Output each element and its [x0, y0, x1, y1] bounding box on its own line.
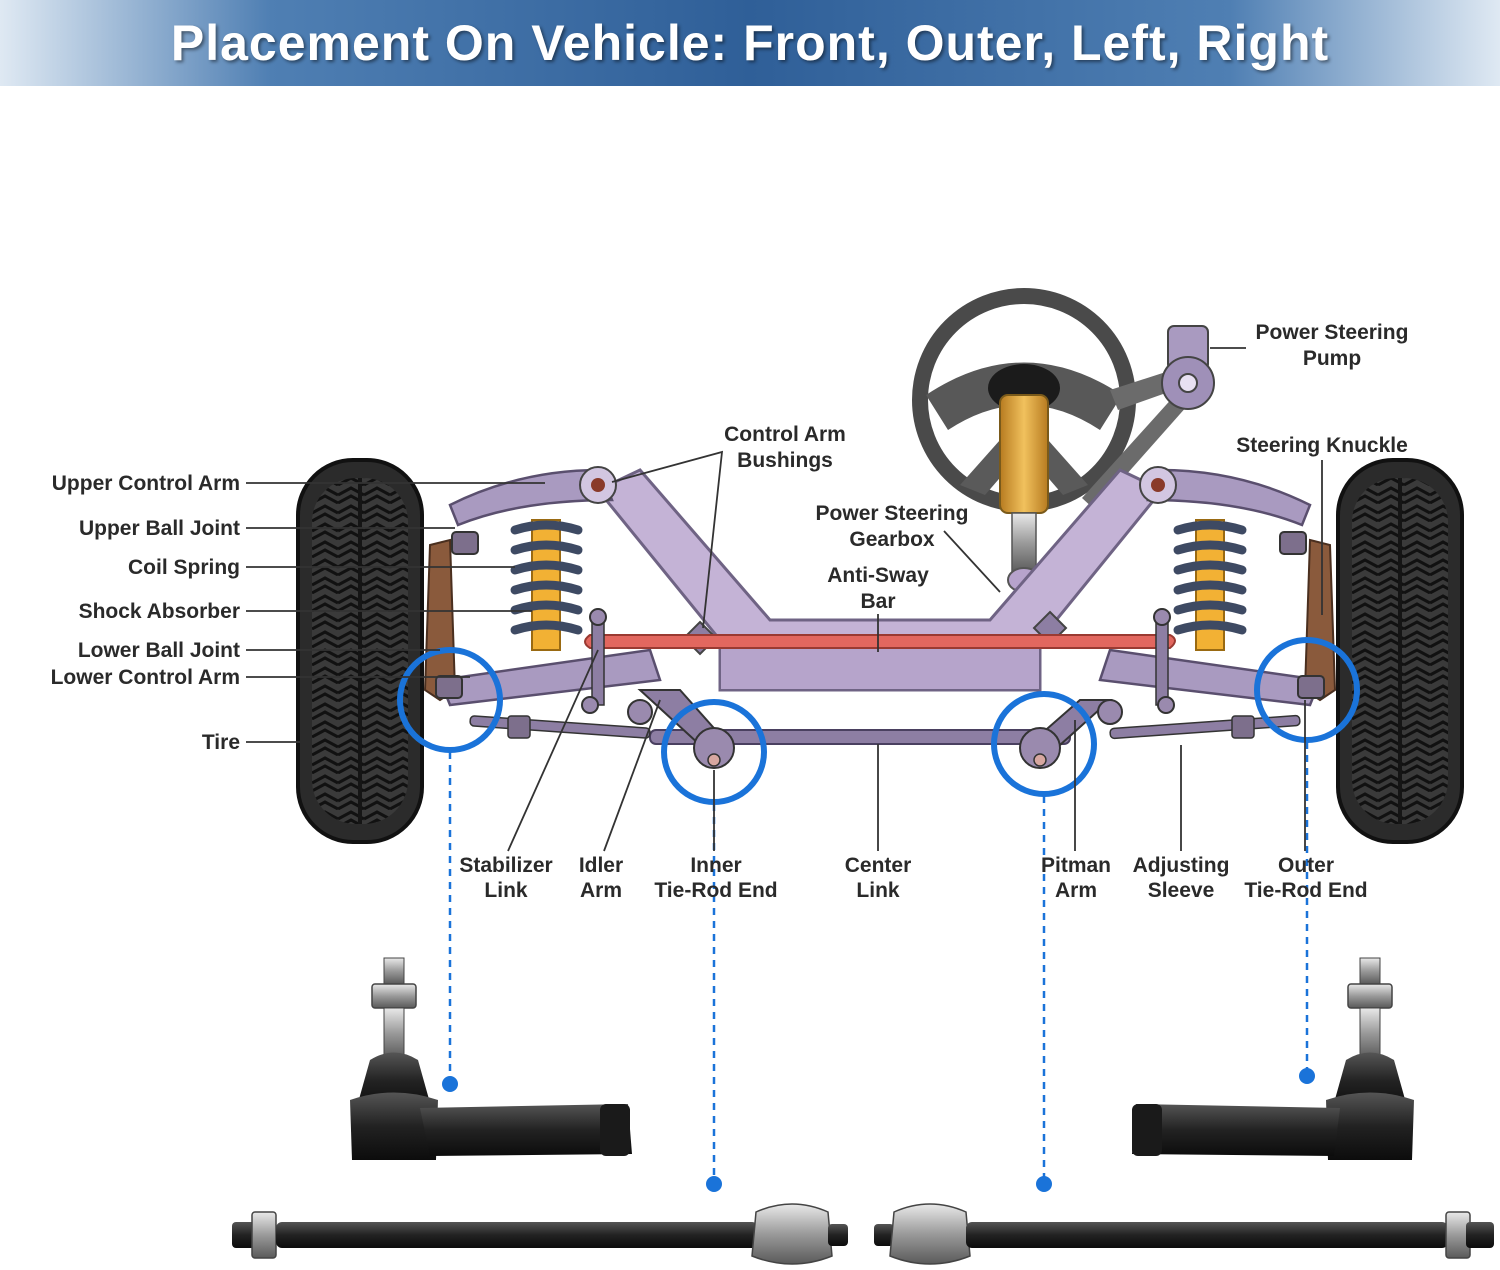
label-upper-control-arm: Upper Control Arm [52, 472, 240, 495]
label-inner-tie-rod-end-1: Inner [690, 854, 741, 877]
label-tire: Tire [202, 731, 240, 754]
label-center-link-1: Center [845, 854, 912, 877]
label-adjusting-sleeve-1: Adjusting [1133, 854, 1230, 877]
connector-dots [442, 1068, 1315, 1192]
label-power-steering-gearbox-1: Power Steering [816, 502, 969, 525]
label-pitman-arm-2: Arm [1055, 879, 1097, 902]
label-power-steering-gearbox-2: Gearbox [849, 528, 935, 551]
tire-left [296, 458, 424, 844]
label-center-link-2: Link [856, 879, 899, 902]
label-pitman-arm-1: Pitman [1041, 854, 1111, 877]
label-power-steering-pump-2: Pump [1303, 347, 1361, 370]
steering-column [999, 394, 1049, 593]
coil-spring-right [1173, 519, 1247, 651]
coil-spring-left [510, 519, 583, 651]
label-anti-sway-bar-1: Anti-Sway [827, 564, 929, 587]
label-control-arm-bushings-2: Bushings [737, 449, 833, 472]
tire-right [1336, 458, 1464, 844]
label-power-steering-pump-1: Power Steering [1256, 321, 1409, 344]
tie-rods [469, 714, 1301, 769]
ball-joints-right [1279, 531, 1325, 699]
dashed-connectors [448, 742, 1309, 1178]
label-control-arm-bushings-1: Control Arm [724, 423, 846, 446]
product-inner-tie-rod-left [232, 1203, 848, 1265]
product-outer-tie-rod-end-right [1132, 957, 1414, 1160]
highlight-left-outer [397, 647, 503, 753]
highlight-right-inner [991, 691, 1097, 797]
label-lower-ball-joint: Lower Ball Joint [78, 639, 240, 662]
label-inner-tie-rod-end-2: Tie-Rod End [654, 879, 777, 902]
anti-sway-bar [584, 634, 1176, 649]
label-coil-spring: Coil Spring [128, 556, 240, 579]
label-stabilizer-link-2: Link [484, 879, 527, 902]
page-title: Placement On Vehicle: Front, Outer, Left… [170, 15, 1330, 71]
label-outer-tie-rod-end-2: Tie-Rod End [1244, 879, 1367, 902]
highlight-right-outer [1254, 637, 1360, 743]
lower-control-arm-right [1098, 648, 1322, 707]
label-stabilizer-link-1: Stabilizer [459, 854, 552, 877]
label-idler-arm-2: Arm [580, 879, 622, 902]
label-anti-sway-bar-2: Bar [860, 590, 895, 613]
label-outer-tie-rod-end-1: Outer [1278, 854, 1334, 877]
ball-joints-left [435, 531, 479, 699]
label-idler-arm-1: Idler [579, 854, 623, 877]
upper-control-arm-right [1139, 466, 1312, 527]
title-banner: Placement On Vehicle: Front, Outer, Left… [0, 0, 1500, 86]
label-shock-absorber: Shock Absorber [79, 600, 240, 623]
label-lower-control-arm: Lower Control Arm [51, 666, 240, 689]
product-inner-tie-rod-right [874, 1203, 1494, 1265]
label-adjusting-sleeve-2: Sleeve [1148, 879, 1215, 902]
label-upper-ball-joint: Upper Ball Joint [79, 517, 240, 540]
stabilizer-links [581, 608, 1175, 714]
steering-knuckle-right [1303, 538, 1337, 702]
label-steering-knuckle: Steering Knuckle [1236, 434, 1408, 457]
product-outer-tie-rod-end-left [350, 957, 632, 1160]
leader-lines [246, 347, 1323, 852]
upper-control-arm-left [448, 466, 617, 527]
